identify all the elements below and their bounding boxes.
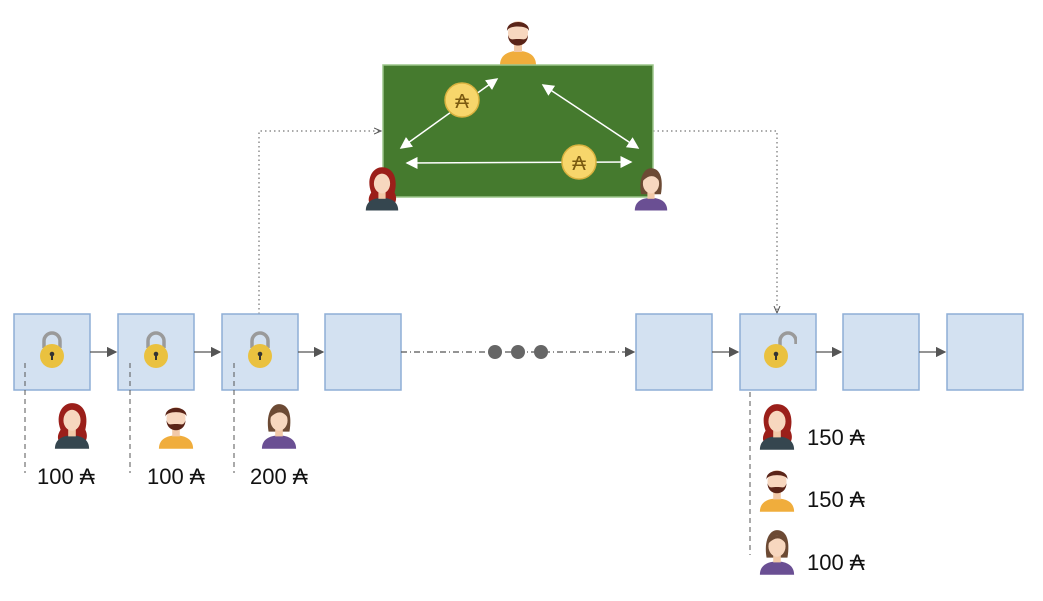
transfer-arrow (399, 78, 499, 149)
woman-red-hair-avatar (54, 403, 90, 449)
final-balance: 100 ₳ (807, 550, 865, 575)
block (946, 313, 1024, 391)
initial-balance: 200 ₳ (250, 464, 308, 489)
man-beard-avatar (158, 406, 194, 449)
transfer-arrow (405, 156, 633, 169)
man-beard-avatar (500, 21, 536, 65)
final-balance: 150 ₳ (807, 487, 865, 512)
final-balance: 150 ₳ (807, 425, 865, 450)
block (635, 313, 713, 391)
svg-text:₳: ₳ (455, 91, 469, 113)
initial-balance: 100 ₳ (147, 464, 205, 489)
ellipsis-dot (534, 345, 548, 359)
woman-red-hair-avatar (759, 404, 795, 450)
balance-connectors (24, 363, 751, 555)
ellipsis-dot (488, 345, 502, 359)
initial-balance: 100 ₳ (37, 464, 95, 489)
channel-open-link (258, 131, 381, 314)
svg-text:₳: ₳ (572, 153, 586, 175)
man-beard-avatar (759, 469, 795, 512)
coin-icon: ₳ (444, 82, 480, 118)
transfer-arrow (541, 84, 640, 149)
channel-close-link (653, 130, 777, 313)
block (842, 313, 920, 391)
coin-icon: ₳ (561, 144, 597, 180)
woman-brown-hair-avatar (261, 404, 297, 449)
block (324, 313, 402, 391)
ellipsis-dot (511, 345, 525, 359)
woman-brown-hair-avatar (759, 530, 795, 575)
